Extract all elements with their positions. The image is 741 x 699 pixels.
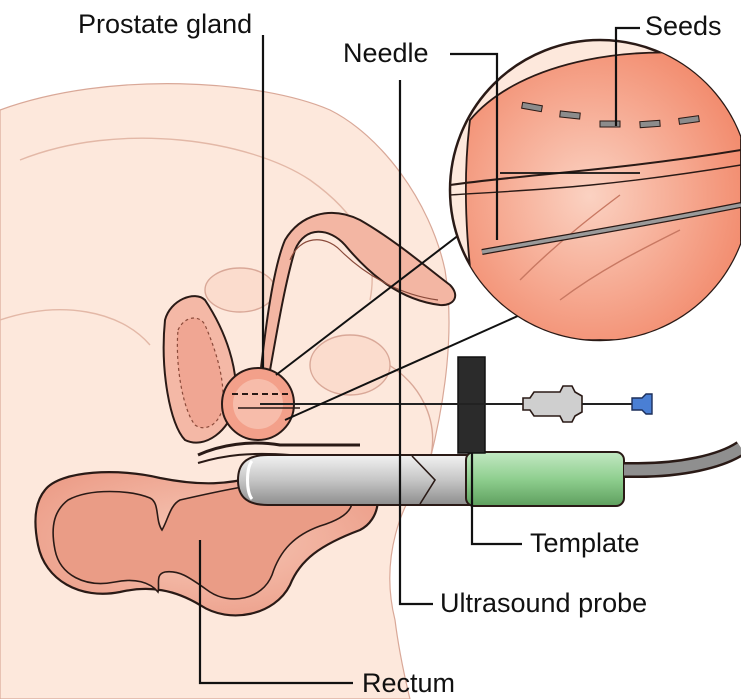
label-needle: Needle [343, 38, 429, 68]
label-prostate-gland: Prostate gland [78, 9, 252, 39]
label-seeds: Seeds [645, 11, 722, 41]
label-ultrasound-probe: Ultrasound probe [440, 588, 647, 618]
label-rectum: Rectum [362, 668, 455, 698]
label-template: Template [530, 528, 640, 558]
magnified-inset [450, 40, 741, 340]
ultrasound-probe [238, 448, 741, 506]
needle-hub-connector [632, 394, 652, 414]
